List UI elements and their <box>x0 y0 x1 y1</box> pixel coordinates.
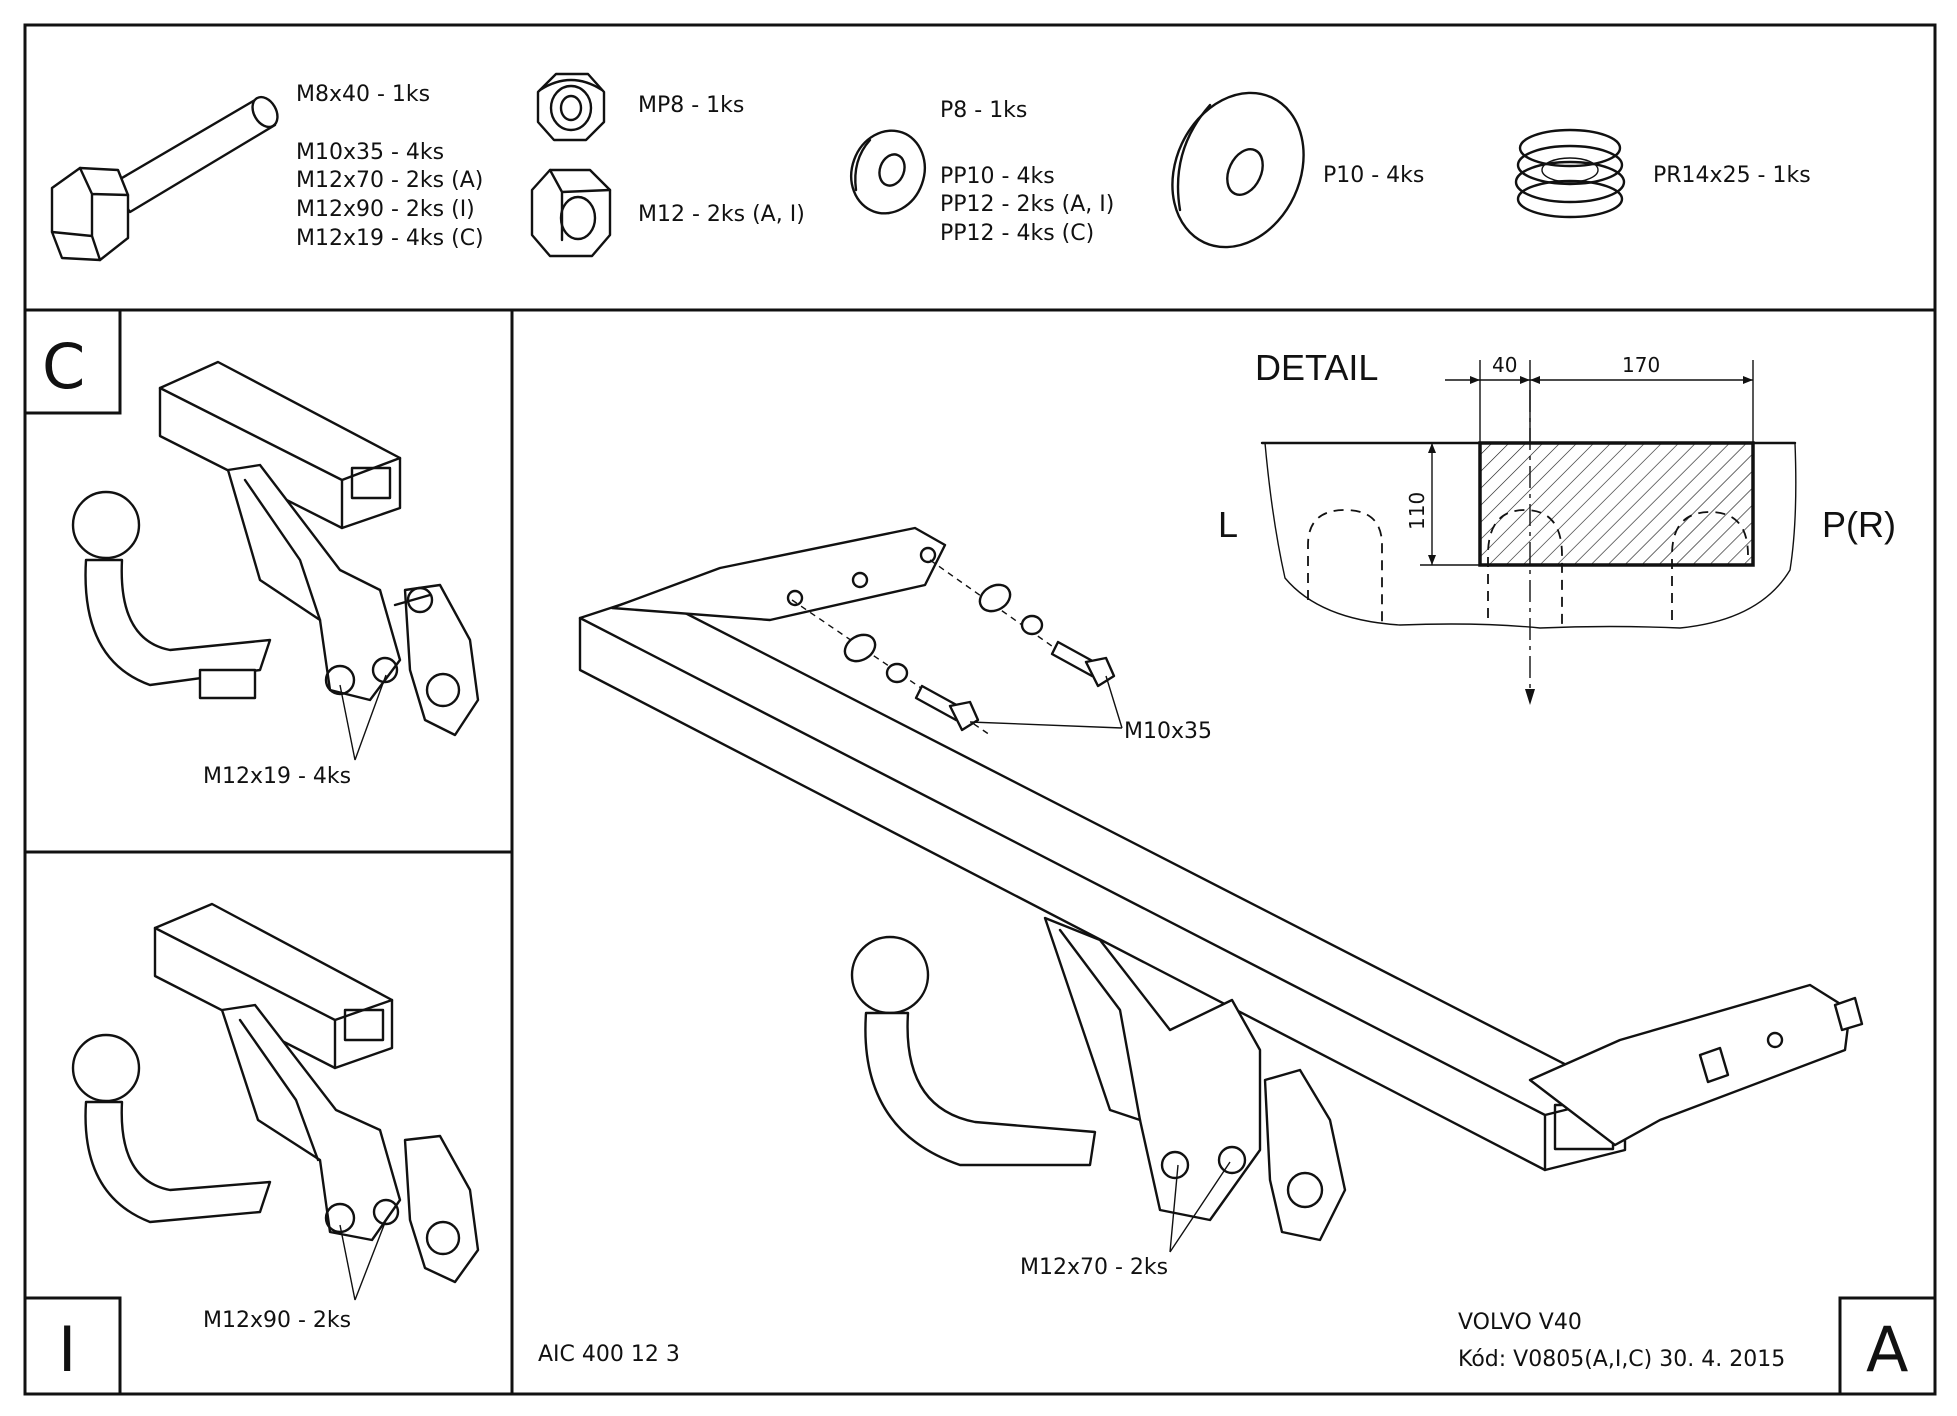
panel-i-letter: I <box>58 1313 76 1386</box>
bolt-m12x19-label: M12x19 - 4ks (C) <box>296 226 484 251</box>
washer-icon <box>850 129 926 215</box>
detail-view: DETAIL L P(R) 40 170 110 <box>1218 347 1896 705</box>
bolt-m10x35-label: M10x35 - 4ks <box>296 140 444 165</box>
panel-a-callout: M12x70 - 2ks <box>1020 1255 1168 1280</box>
dimension-110: 110 <box>1405 492 1429 530</box>
spring-washer-icon <box>1514 128 1626 219</box>
mounting-area-hatch <box>1478 441 1755 567</box>
detail-right-label: P(R) <box>1822 504 1896 545</box>
part-code-date: Kód: V0805(A,I,C) 30. 4. 2015 <box>1458 1347 1785 1372</box>
spring-pr14x25-label: PR14x25 - 1ks <box>1653 163 1811 188</box>
detail-title: DETAIL <box>1255 347 1378 388</box>
washer-pp12-c-label: PP12 - 4ks (C) <box>940 221 1094 246</box>
dimension-170: 170 <box>1622 353 1660 377</box>
callout-leader <box>339 674 387 761</box>
panel-i: I M12x90 - 2ks <box>23 902 480 1396</box>
bolt-m8x40-label: M8x40 - 1ks <box>296 82 430 107</box>
callout-leader <box>339 1219 387 1301</box>
hex-nut-icon <box>530 168 612 258</box>
panel-c-callout: M12x19 - 4ks <box>203 764 351 789</box>
panel-a-letter: A <box>1866 1313 1908 1386</box>
washer-pp10-label: PP10 - 4ks <box>940 164 1055 189</box>
bolt-m10x35-callout: M10x35 <box>1124 719 1212 744</box>
bolt-m12x90-label: M12x90 - 2ks (I) <box>296 197 475 222</box>
nut-m12-label: M12 - 2ks (A, I) <box>638 202 805 227</box>
lock-nut-icon <box>536 72 606 142</box>
vehicle-model: VOLVO V40 <box>1458 1310 1582 1335</box>
panel-c: C M12x19 - 4ks <box>23 308 480 789</box>
washer-pp12-ai-label: PP12 - 2ks (A, I) <box>940 192 1114 217</box>
towbar-i-illustration <box>71 902 480 1284</box>
bolt-m12x70-label: M12x70 - 2ks (A) <box>296 168 483 193</box>
parts-list: M8x40 - 1ks M10x35 - 4ks M12x70 - 2ks (A… <box>50 72 1811 262</box>
drawing-frame <box>23 23 1937 1396</box>
panel-a: A <box>578 526 1937 1396</box>
exploded-fasteners <box>791 559 1123 736</box>
washer-p8-label: P8 - 1ks <box>940 98 1027 123</box>
main-towbar-illustration <box>578 526 1864 1242</box>
nut-mp8-label: MP8 - 1ks <box>638 93 744 118</box>
detail-left-label: L <box>1218 504 1238 545</box>
towbar-c-illustration <box>71 360 480 737</box>
callout-leader <box>1169 1161 1231 1253</box>
panel-i-callout: M12x90 - 2ks <box>203 1308 351 1333</box>
washer-p10-label: P10 - 4ks <box>1323 163 1424 188</box>
panel-c-letter: C <box>42 330 85 403</box>
dimension-40: 40 <box>1492 353 1517 377</box>
callout-leader <box>969 675 1123 729</box>
bolt-icon <box>50 95 279 262</box>
large-washer-icon <box>1171 91 1305 249</box>
drawing-code: AIC 400 12 3 <box>538 1342 680 1367</box>
